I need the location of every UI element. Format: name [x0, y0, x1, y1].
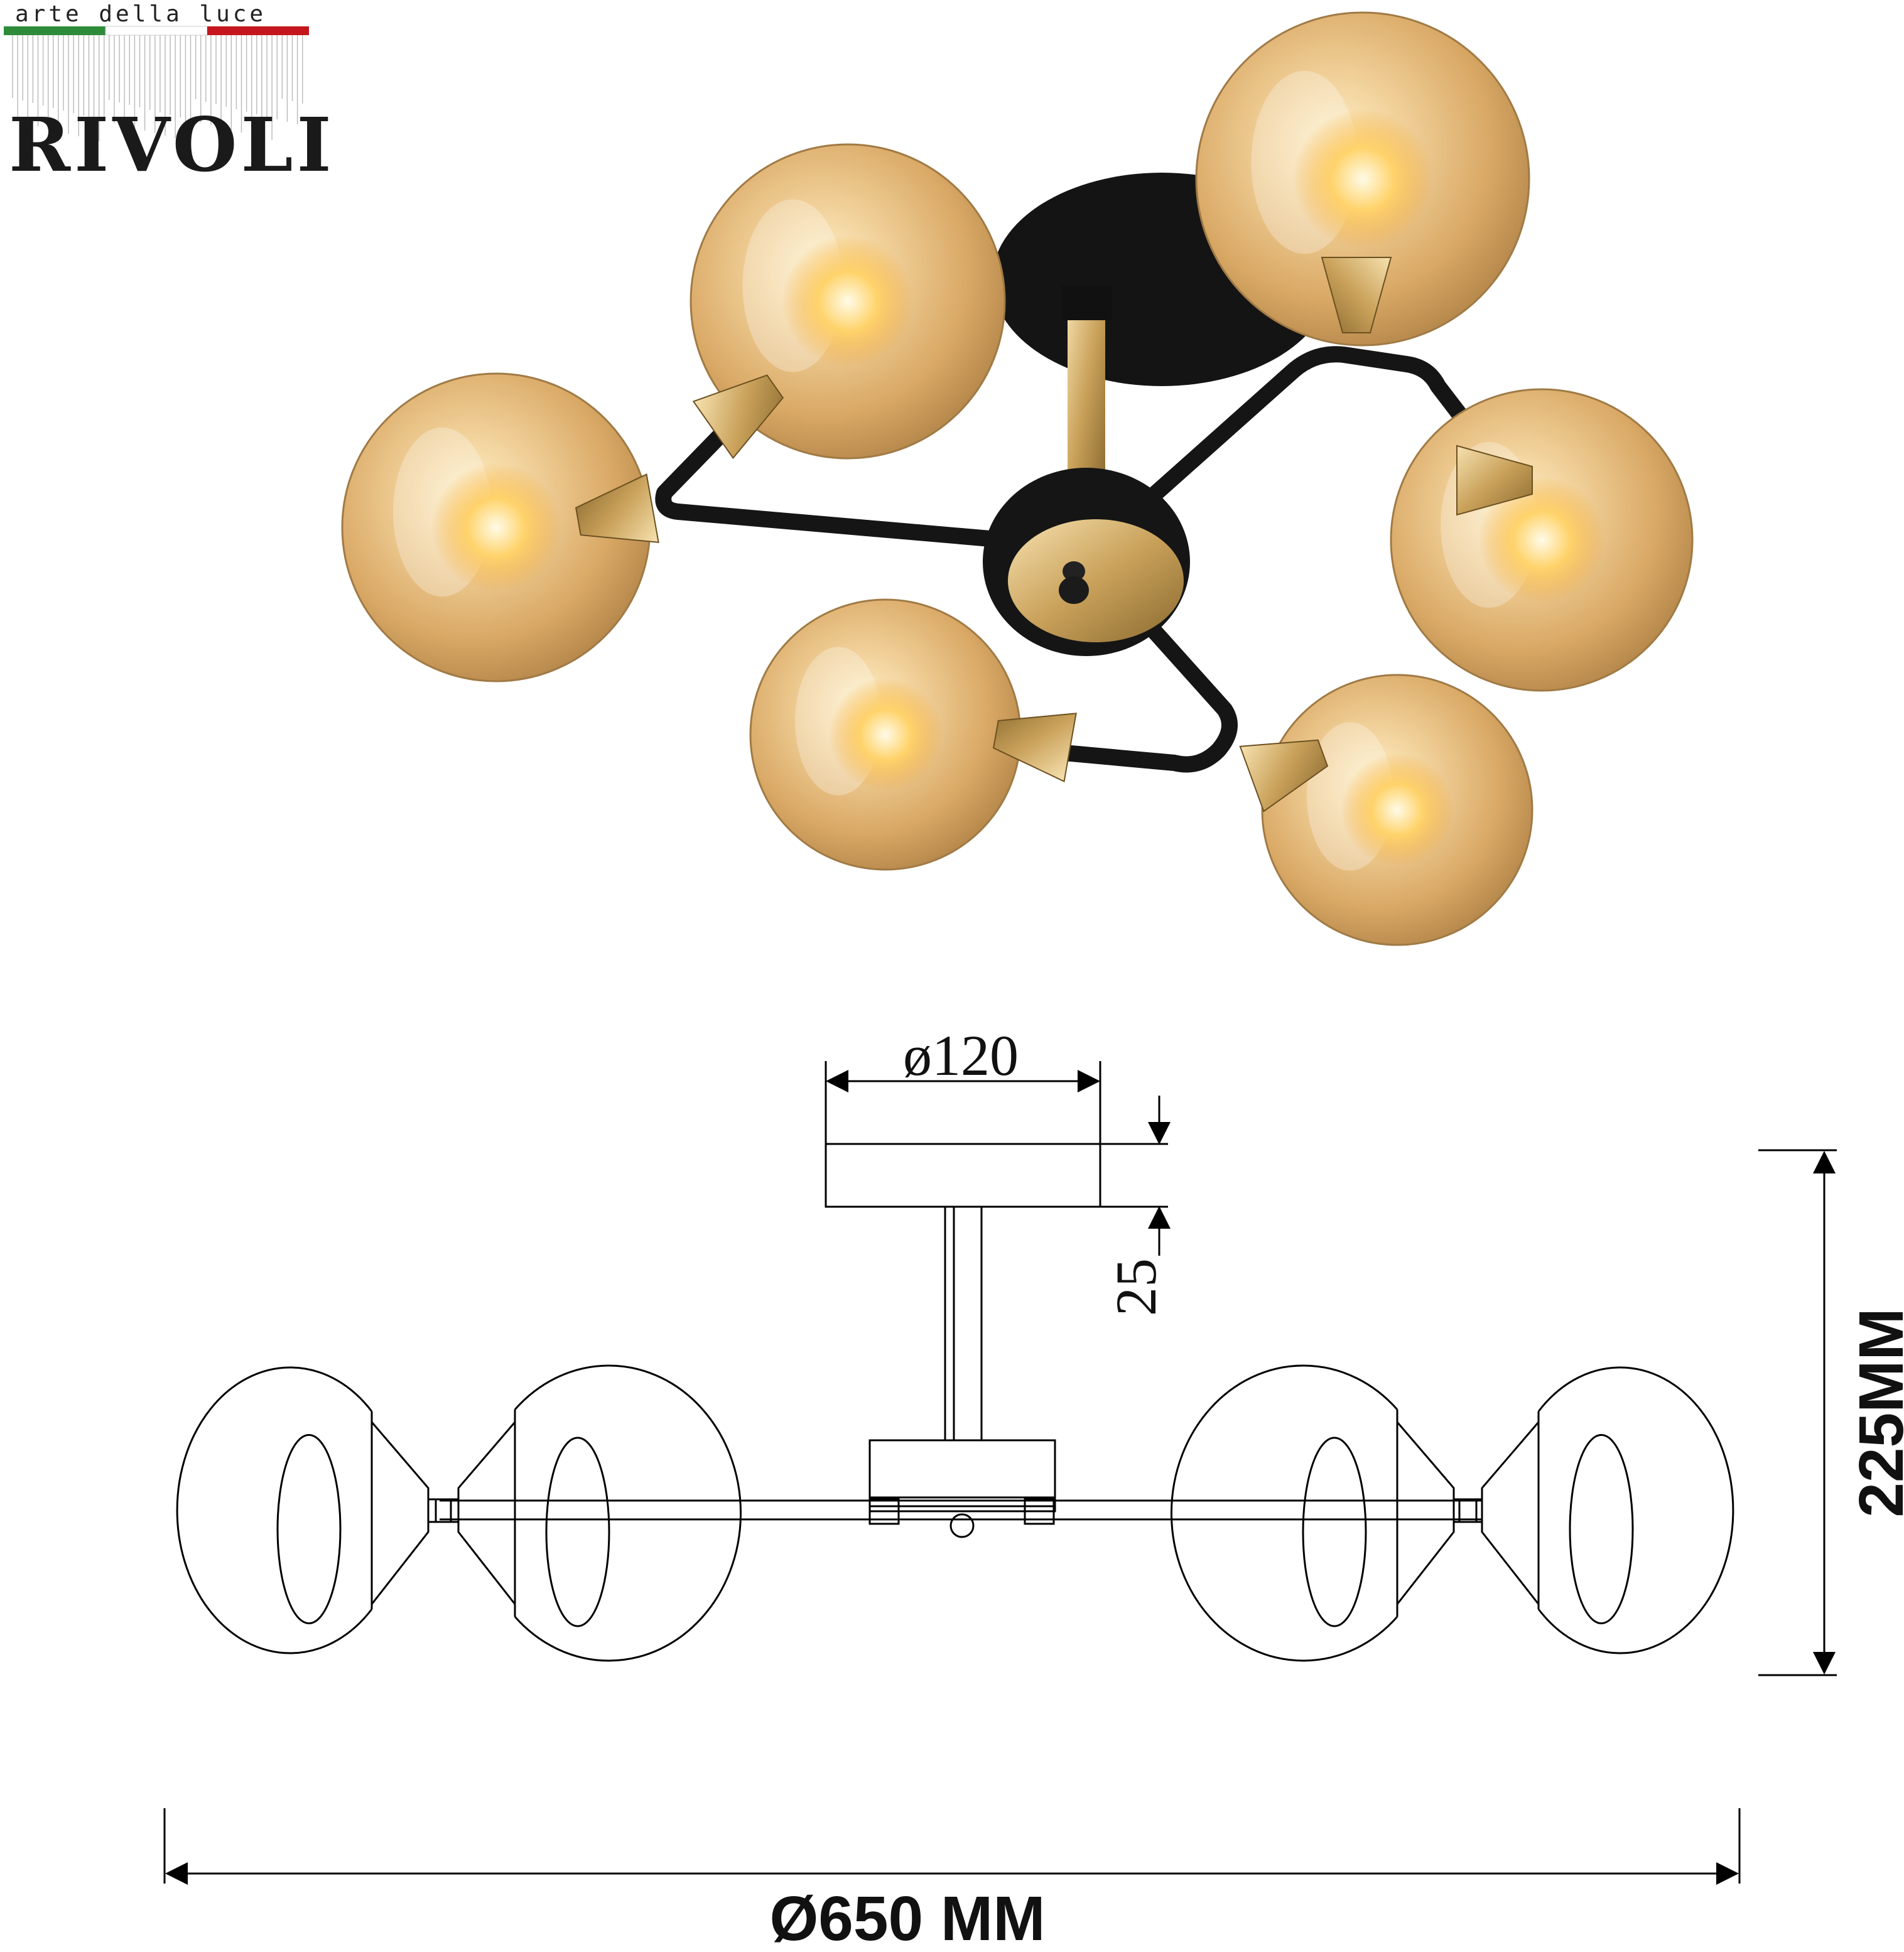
drawing-socket-nut — [435, 1498, 460, 1523]
drawing-hub-nut-right — [1024, 1497, 1055, 1525]
logo-string-curtain-icon — [12, 35, 303, 141]
bulb-glow — [782, 235, 914, 367]
gold-socket-cone — [692, 374, 784, 460]
stem-collar — [1061, 286, 1112, 320]
drawing-finial — [949, 1513, 975, 1538]
gold-socket-cone — [992, 713, 1077, 783]
drawing-socket-cone — [457, 1421, 516, 1605]
logo-tagline: arte della luce — [15, 1, 266, 27]
drawing-canopy — [825, 1143, 1101, 1208]
drawing-shade — [435, 1364, 742, 1662]
drawing-shade — [176, 1366, 452, 1654]
drawing-socket-cone — [1396, 1421, 1455, 1605]
logo-flag-red — [207, 26, 309, 35]
gold-socket-cone — [1321, 257, 1392, 333]
socket-cone-body — [1321, 257, 1392, 333]
frame-arms — [655, 346, 1487, 773]
bulb-glow — [1340, 753, 1454, 867]
product-photo — [341, 11, 1694, 946]
drawing-shade-outline — [176, 1366, 373, 1654]
bulb-glow — [431, 463, 561, 592]
glass-shade — [1239, 674, 1533, 946]
drawing-shade-inner — [276, 1434, 342, 1624]
glass-shade — [1390, 388, 1694, 692]
drawing-socket-cone — [371, 1421, 430, 1605]
drawing-hub — [868, 1439, 1056, 1507]
drawing-shade-outline — [1537, 1366, 1734, 1654]
hub-finial — [1059, 576, 1089, 604]
glass-shade — [341, 372, 659, 682]
dim-total-diameter-label: Ø650 MM — [769, 1884, 1045, 1949]
logo-wordmark: RIVOLI — [9, 101, 335, 188]
socket-cone-body — [575, 473, 659, 543]
socket-cone-body — [1239, 739, 1329, 812]
dim-total-height-label: 225MM — [1846, 1308, 1904, 1517]
drawing-shade-inner — [1569, 1434, 1634, 1624]
drawing-shade — [1458, 1366, 1734, 1654]
glass-shade — [1195, 11, 1530, 347]
drawing-stem — [944, 1205, 983, 1442]
bulb-glow — [828, 677, 943, 792]
drawing-shade — [1171, 1364, 1478, 1662]
gold-socket-cone — [575, 473, 659, 543]
drawing-socket-nut — [1458, 1498, 1483, 1523]
gold-socket-cone — [1456, 445, 1533, 516]
glass-shade — [749, 598, 1077, 871]
dim-canopy-diameter-label: ø120 — [903, 1023, 1019, 1087]
hub-gold-plate — [1008, 519, 1184, 642]
drawing-shade-inner — [1302, 1437, 1367, 1627]
technical-drawing — [163, 1061, 1837, 1885]
drawing-shade-outline — [514, 1364, 742, 1662]
drawing-hub-nut-left — [868, 1497, 900, 1525]
socket-cone-body — [1456, 445, 1533, 516]
drawing-shade-inner — [545, 1437, 610, 1627]
bulb-glow — [1478, 477, 1605, 603]
brand-logo: arte della luce RIVOLI — [4, 1, 335, 188]
dim-canopy-height-label: 25 — [1104, 1258, 1168, 1316]
gold-socket-cone — [1239, 739, 1329, 812]
hub-finial-top — [1063, 561, 1085, 581]
logo-flag-white — [105, 26, 208, 36]
socket-cone-body — [992, 713, 1077, 783]
glass-shade — [690, 143, 1006, 460]
socket-cone-body — [692, 374, 784, 460]
bulb-glow — [1292, 109, 1433, 249]
drawing-socket-cone — [1481, 1421, 1540, 1605]
logo-flag-green — [4, 26, 105, 35]
drawing-shade-outline — [1171, 1364, 1398, 1662]
